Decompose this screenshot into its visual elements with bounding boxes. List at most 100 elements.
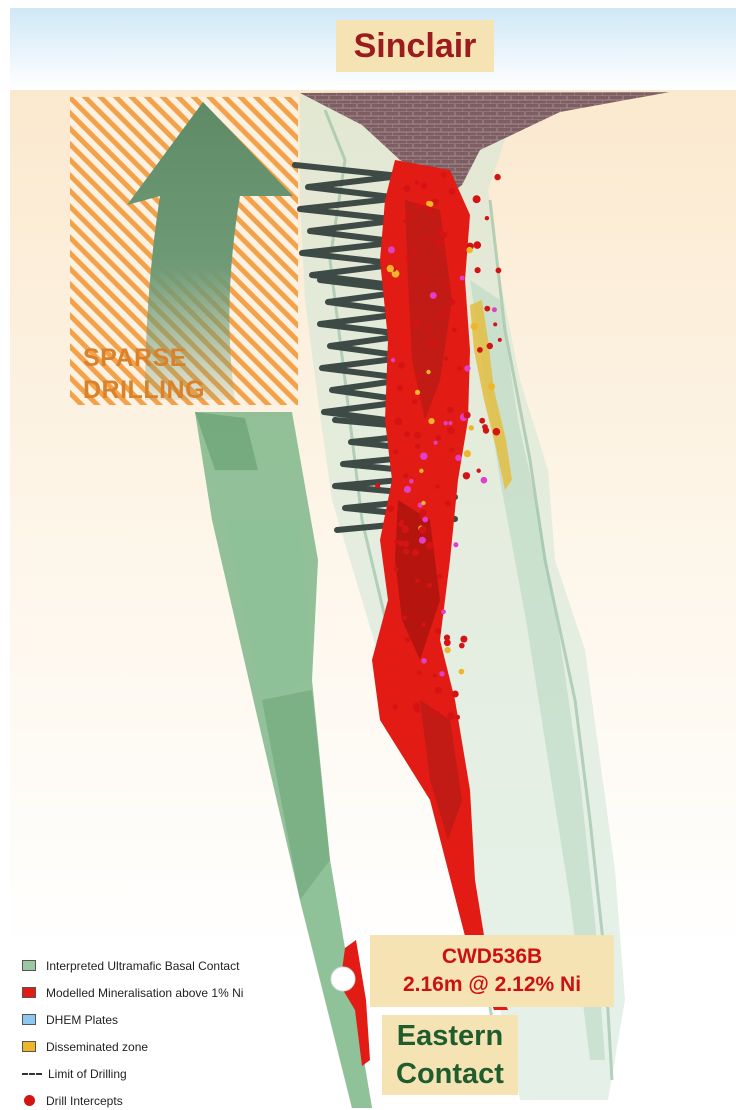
drill-intercept-dot — [447, 712, 455, 720]
drill-intercept-dot — [441, 172, 447, 178]
drill-intercept-dot — [402, 615, 407, 620]
drill-intercept-dot — [475, 267, 481, 273]
legend-item: DHEM Plates — [22, 1006, 278, 1033]
drill-intercept-dot — [471, 323, 478, 330]
drill-intercept-dot — [414, 432, 421, 439]
drill-intercept-dot — [426, 542, 434, 550]
drill-intercept-dot — [449, 299, 455, 305]
drill-intercept-dot — [421, 183, 427, 189]
drill-intercept-dot — [422, 517, 428, 523]
legend-swatch-dhem — [22, 1014, 36, 1025]
drill-intercept-dot — [387, 265, 394, 272]
drill-intercept-dot — [450, 447, 454, 451]
drill-intercept-dot — [452, 328, 457, 333]
drill-intercept-dot — [415, 444, 421, 450]
drill-intercept-dot — [391, 358, 395, 362]
drill-intercept-dot — [400, 520, 404, 524]
drill-intercept-dot — [424, 236, 428, 240]
eastern-line-1: Eastern — [397, 1017, 503, 1055]
drill-intercept-dot — [464, 450, 471, 457]
drill-intercept-dot — [405, 637, 410, 642]
drill-intercept-dot — [404, 486, 411, 493]
drill-intercept-dot — [460, 276, 465, 281]
drill-intercept-dot — [415, 180, 419, 184]
drill-intercept-dot — [427, 583, 432, 588]
drill-intercept-dot — [493, 322, 497, 326]
drill-intercept-dot — [439, 671, 444, 676]
drill-intercept-dot — [404, 185, 411, 192]
drill-intercept-dot — [469, 425, 474, 430]
drill-intercept-dot — [463, 472, 470, 479]
drill-intercept-dot — [393, 449, 398, 454]
drill-intercept-dot — [494, 174, 500, 180]
drill-intercept-dot — [398, 362, 405, 369]
drill-intercept-dot — [421, 501, 425, 505]
drill-intercept-dot — [452, 691, 459, 698]
drill-intercept-dot — [445, 285, 450, 290]
legend-dashed-line — [22, 1073, 42, 1075]
drill-intercept-dot — [435, 484, 439, 488]
drill-intercept-dot — [419, 396, 423, 400]
sparse-line-2: DRILLING — [83, 374, 205, 406]
drill-intercept-dot — [404, 431, 410, 437]
drill-intercept-dot — [473, 195, 481, 203]
legend: Interpreted Ultramafic Basal Contact Mod… — [22, 952, 278, 1110]
drill-intercept-dot — [426, 370, 430, 374]
drill-intercept-dot — [413, 703, 421, 711]
drill-intercept-dot — [435, 239, 443, 247]
drill-intercept-dot — [434, 441, 438, 445]
legend-swatch-mineralisation — [22, 987, 36, 998]
drill-intercept-dot — [459, 669, 465, 675]
intercept-callout: CWD536B 2.16m @ 2.12% Ni — [370, 935, 614, 1007]
page-title: Sinclair — [354, 27, 477, 66]
drill-intercept-dot — [435, 628, 441, 634]
eastern-contact-label: Eastern Contact — [382, 1015, 518, 1095]
drill-intercept-dot — [403, 473, 408, 478]
drill-intercept-dot — [419, 526, 426, 533]
drill-intercept-dot — [433, 674, 437, 678]
drill-intercept-dot — [448, 421, 452, 425]
drill-intercept-dot — [481, 477, 488, 484]
drill-intercept-dot — [482, 424, 488, 430]
drill-intercept-dot — [404, 219, 409, 224]
drill-intercept-dot — [459, 643, 465, 649]
drill-intercept-dot — [417, 670, 422, 675]
drill-intercept-dot — [415, 374, 420, 379]
intercept-result: 2.16m @ 2.12% Ni — [403, 971, 581, 999]
drill-intercept-dot — [447, 407, 454, 414]
drill-intercept-dot — [477, 469, 481, 473]
drill-intercept-dot — [421, 277, 425, 281]
drill-intercept-dot — [394, 418, 402, 426]
drill-intercept-dot — [460, 636, 467, 643]
drill-intercept-dot — [426, 327, 431, 332]
drill-intercept-dot — [412, 248, 418, 254]
drill-intercept-dot — [429, 340, 437, 348]
legend-item: Limit of Drilling — [22, 1060, 278, 1087]
drill-intercept-dot — [406, 256, 411, 261]
drill-intercept-dot — [412, 399, 418, 405]
intercept-hole-id: CWD536B — [442, 943, 542, 971]
drill-intercept-dot — [484, 306, 490, 312]
legend-label: Interpreted Ultramafic Basal Contact — [46, 959, 239, 973]
drill-intercept-dot — [397, 385, 403, 391]
sparse-line-1: SPARSE — [83, 342, 205, 374]
legend-label: Modelled Mineralisation above 1% Ni — [46, 986, 243, 1000]
drill-intercept-dot — [449, 188, 456, 195]
drill-intercept-dot — [387, 505, 394, 512]
drill-intercept-dot — [403, 548, 409, 554]
legend-item: Drill Intercepts — [22, 1087, 278, 1110]
drill-intercept-dot — [444, 421, 448, 425]
drill-intercept-dot — [393, 704, 398, 709]
drill-intercept-dot — [441, 609, 446, 614]
drill-intercept-dot — [406, 212, 410, 216]
drill-intercept-dot — [444, 356, 448, 360]
drill-intercept-dot — [498, 338, 502, 342]
legend-dot-drill-intercept — [24, 1095, 35, 1106]
drill-intercept-dot — [388, 246, 395, 253]
legend-item: Modelled Mineralisation above 1% Ni — [22, 979, 278, 1006]
drill-intercept-dot — [437, 574, 442, 579]
drill-intercept-dot — [493, 428, 501, 436]
drill-intercept-dot — [479, 418, 485, 424]
